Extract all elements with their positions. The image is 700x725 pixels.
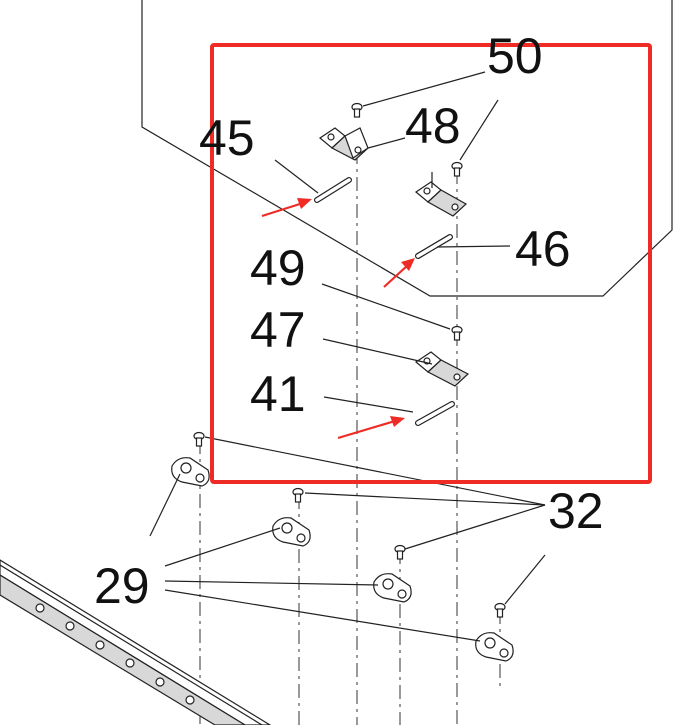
screw-icon bbox=[351, 102, 363, 118]
rail-icon bbox=[0, 559, 272, 725]
screw-icon bbox=[193, 431, 205, 447]
arrow-icon bbox=[337, 416, 405, 440]
triangular-mount-icon bbox=[272, 517, 311, 547]
pin-icon bbox=[415, 234, 453, 259]
triangular-mount-icon bbox=[171, 457, 210, 487]
callout-45: 45 bbox=[199, 110, 255, 166]
leader-lines bbox=[149, 71, 546, 642]
pin-icon bbox=[314, 177, 352, 203]
screw-icon bbox=[394, 544, 406, 560]
panel-outline bbox=[141, 0, 673, 297]
highlight-box bbox=[210, 43, 652, 484]
callout-41: 41 bbox=[250, 366, 306, 422]
center-lines bbox=[199, 150, 501, 725]
triangular-mount-icon bbox=[475, 632, 514, 662]
callout-50: 50 bbox=[487, 28, 543, 84]
screw-icon bbox=[451, 161, 463, 177]
callout-46: 46 bbox=[515, 221, 571, 277]
screw-icon bbox=[292, 487, 304, 503]
callout-32: 32 bbox=[548, 483, 604, 539]
callout-29: 29 bbox=[94, 558, 150, 614]
callout-48: 48 bbox=[405, 98, 461, 154]
callout-47: 47 bbox=[250, 302, 306, 358]
pin-icon bbox=[415, 401, 455, 426]
hinge-bracket-icon bbox=[318, 127, 370, 161]
arrow-icon bbox=[383, 258, 415, 288]
triangular-mount-icon bbox=[373, 573, 412, 603]
arrow-icon bbox=[261, 198, 312, 218]
hinge-bracket-icon bbox=[414, 181, 468, 217]
screw-icon bbox=[451, 325, 463, 341]
screw-icon bbox=[494, 602, 506, 618]
callout-49: 49 bbox=[250, 240, 306, 296]
hinge-bracket-icon bbox=[414, 351, 470, 387]
